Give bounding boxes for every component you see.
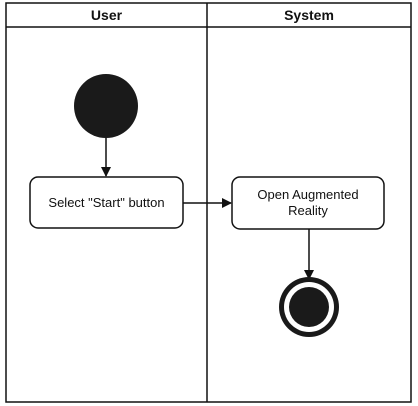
lane-title-user: User bbox=[90, 7, 123, 23]
action-label-open-ar: Open Augmented Reality bbox=[257, 187, 359, 218]
swimlane-frame bbox=[5, 2, 412, 403]
action-label-select-start: Select "Start" button bbox=[48, 194, 165, 210]
lane-title-system: System bbox=[284, 7, 334, 23]
final-node-core bbox=[289, 287, 329, 327]
action-node-open-ar bbox=[231, 176, 385, 230]
final-node bbox=[279, 277, 339, 337]
initial-node bbox=[74, 74, 138, 138]
